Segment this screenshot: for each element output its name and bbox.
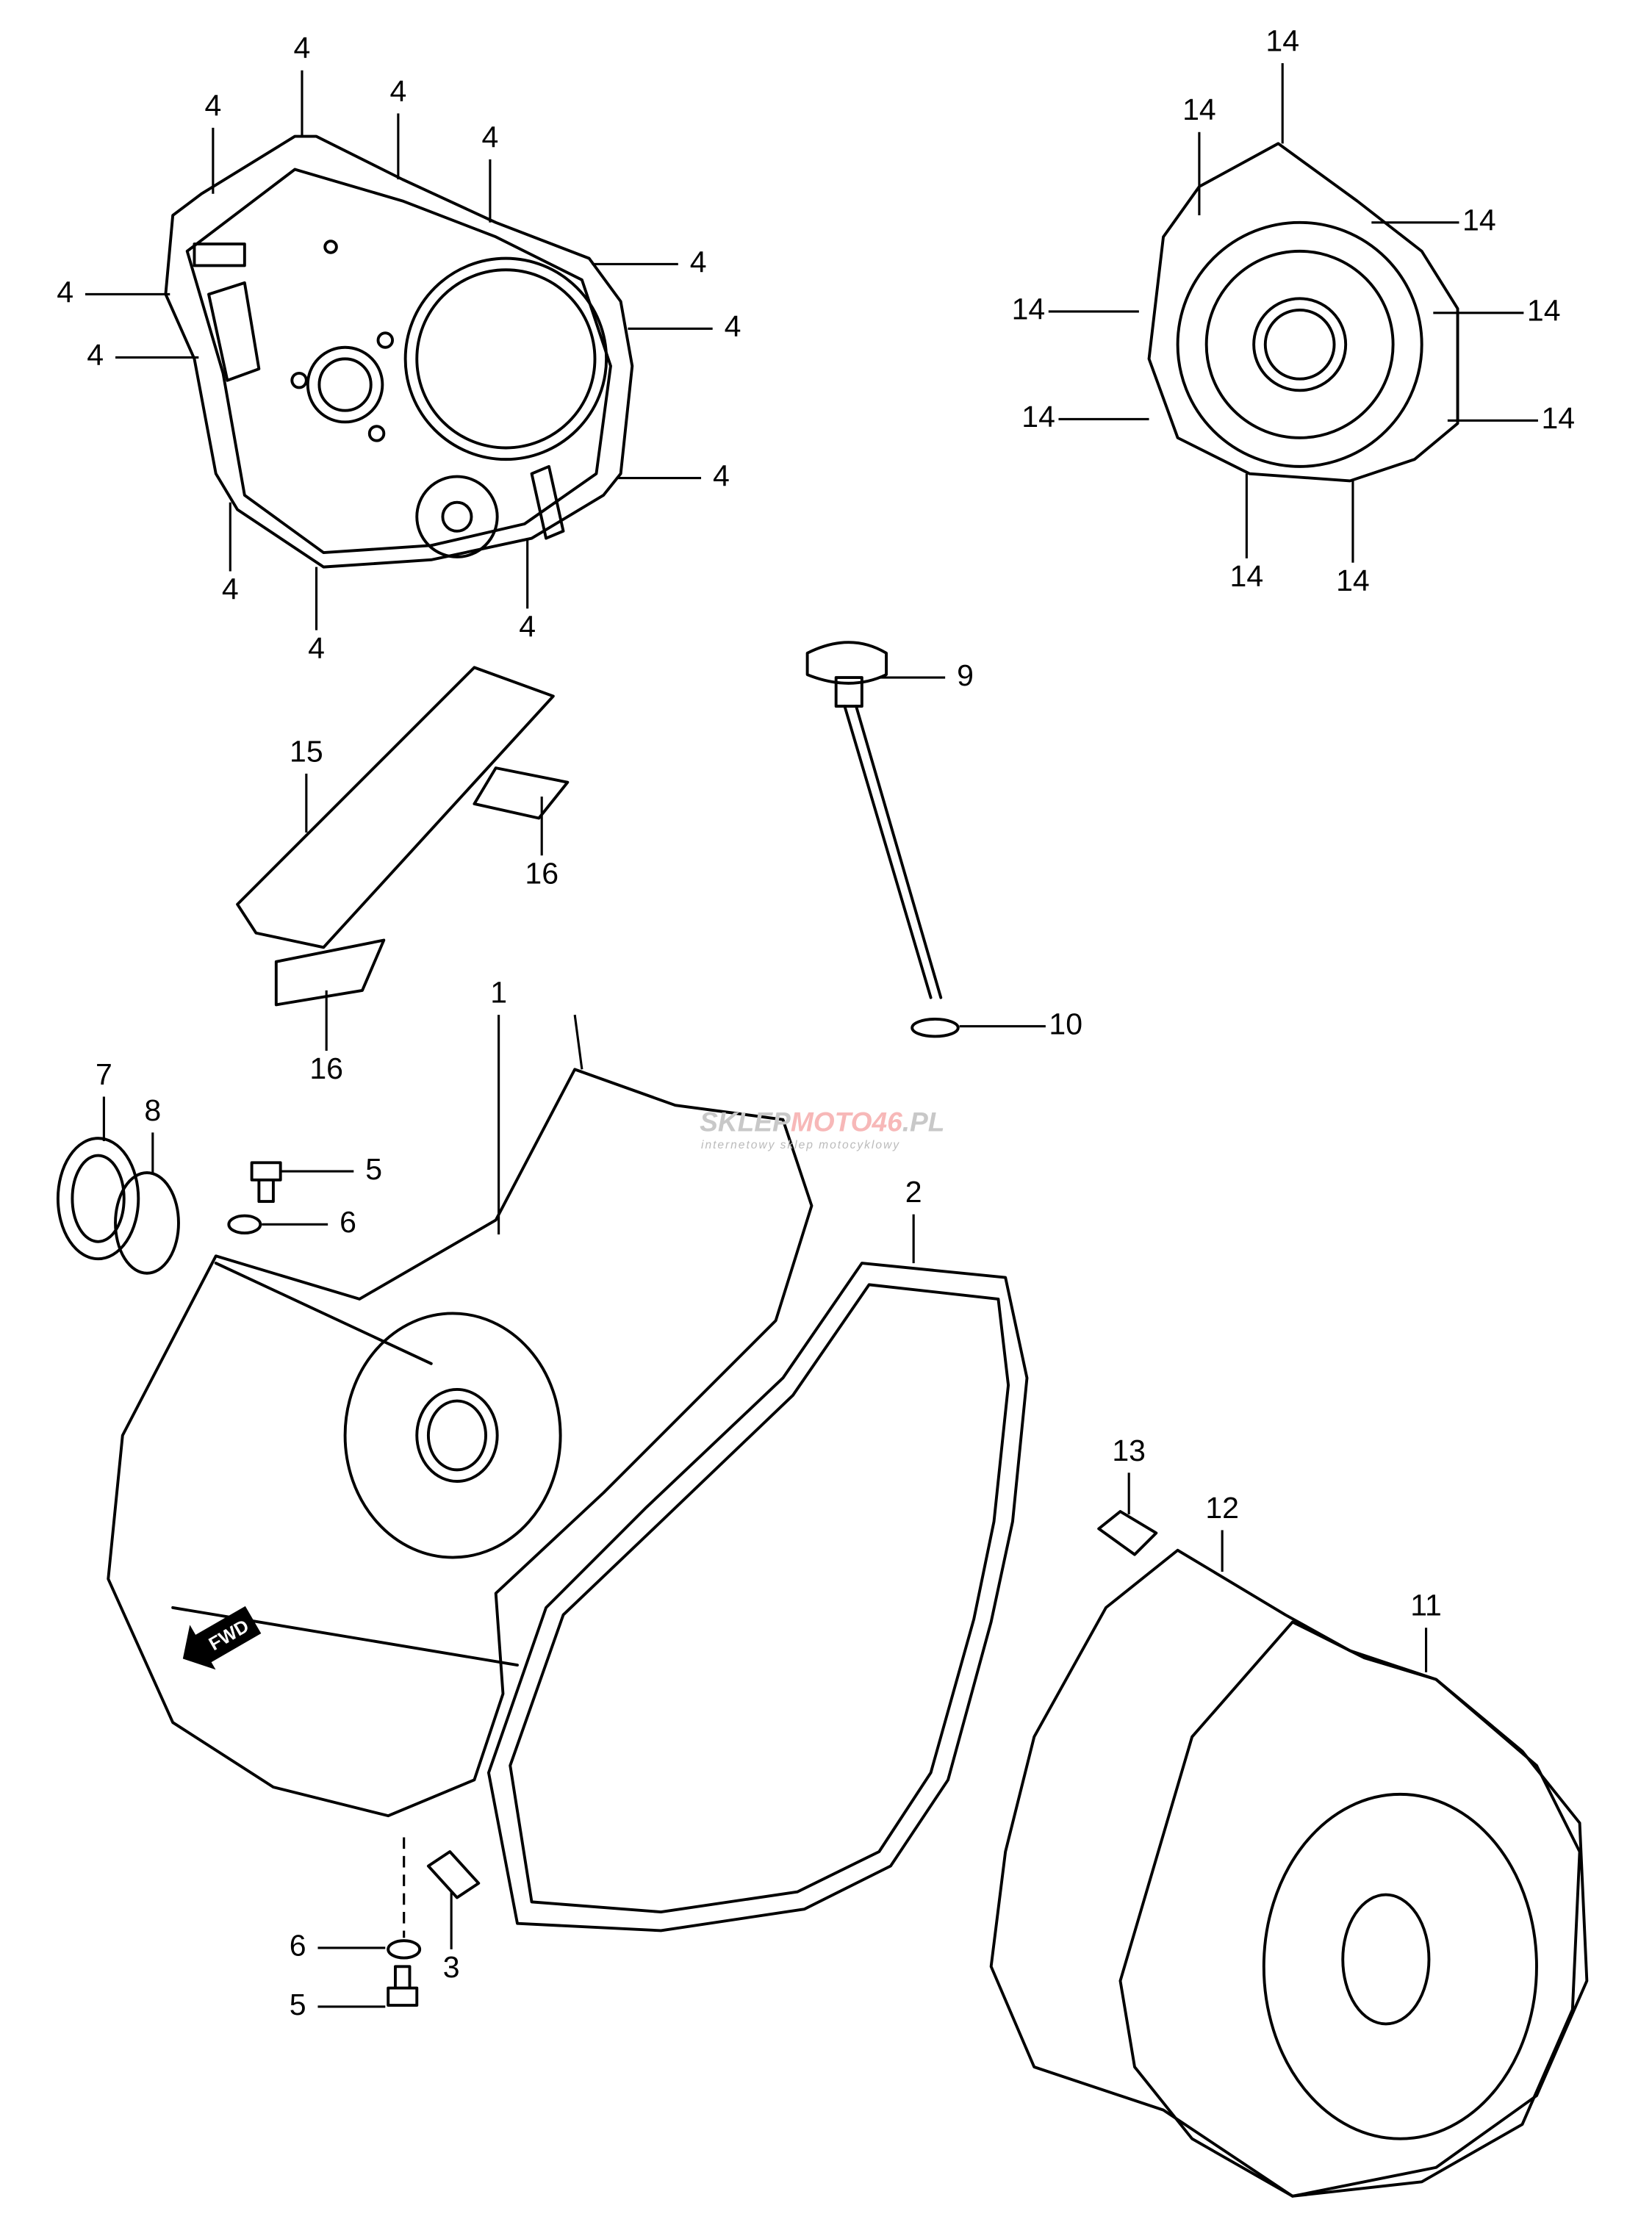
part-callout-2: 2 xyxy=(905,1175,922,1209)
part-callout-4: 4 xyxy=(519,609,536,643)
chain-guide xyxy=(236,666,570,1007)
part-callout-5: 5 xyxy=(290,1988,306,2021)
part-callout-5: 5 xyxy=(365,1152,382,1186)
watermark-part4: .PL xyxy=(902,1106,945,1137)
generator-cover xyxy=(1147,142,1459,483)
watermark-part2: MOTO xyxy=(791,1106,872,1137)
part-callout-8: 8 xyxy=(144,1093,161,1127)
part-callout-4: 4 xyxy=(87,338,104,372)
part-callout-4: 4 xyxy=(308,631,325,665)
bolt xyxy=(387,1965,419,2007)
part-callout-14: 14 xyxy=(1527,294,1561,328)
svg-text:SKLEPMOTO46.PL: SKLEPMOTO46.PL xyxy=(700,1106,944,1137)
watermark-tagline: internetowy sklep motocyklowy xyxy=(701,1139,900,1151)
part-callout-14: 14 xyxy=(1230,559,1264,593)
part-callout-15: 15 xyxy=(290,734,323,768)
part-callout-4: 4 xyxy=(222,572,239,606)
watermark-part3: 46 xyxy=(871,1106,902,1137)
part-callout-4: 4 xyxy=(481,120,498,154)
watermark: SKLEPMOTO46.PL internetowy sklep motocyk… xyxy=(700,1106,944,1151)
crankcase-cover xyxy=(107,1068,814,1818)
part-callout-1: 1 xyxy=(490,976,507,1010)
part-callout-11: 11 xyxy=(1410,1589,1442,1622)
part-callout-4: 4 xyxy=(294,31,311,65)
part-callout-4: 4 xyxy=(690,245,707,278)
part-callout-3: 3 xyxy=(443,1950,460,1984)
part-callout-14: 14 xyxy=(1541,401,1575,435)
clutch-cover-outer xyxy=(164,134,634,569)
generator-cover-gasket xyxy=(989,1548,1589,2198)
part-callout-13: 13 xyxy=(1112,1434,1146,1467)
oil-seal xyxy=(56,1137,140,1261)
part-callout-10: 10 xyxy=(1049,1007,1082,1041)
part-callout-14: 14 xyxy=(1012,292,1046,326)
oil-dipstick xyxy=(805,641,960,1038)
part-callout-6: 6 xyxy=(340,1205,356,1239)
part-callout-16: 16 xyxy=(525,856,559,890)
part-callout-4: 4 xyxy=(725,309,741,343)
bolt xyxy=(250,1161,282,1204)
part-callout-9: 9 xyxy=(957,658,974,692)
part-callout-7: 7 xyxy=(96,1057,112,1091)
generator-cover-right xyxy=(1118,1620,1581,2198)
dowel-pin xyxy=(426,1850,481,1899)
part-callout-14: 14 xyxy=(1336,564,1370,597)
washer xyxy=(387,1939,422,1960)
part-callout-12: 12 xyxy=(1205,1491,1239,1525)
part-callout-4: 4 xyxy=(713,459,730,492)
part-callout-4: 4 xyxy=(389,74,406,108)
part-callout-14: 14 xyxy=(1182,93,1216,126)
part-callout-16: 16 xyxy=(309,1051,343,1085)
part-callout-14: 14 xyxy=(1462,204,1496,237)
crankcase-gasket xyxy=(486,1262,1029,1932)
part-callout-14: 14 xyxy=(1265,24,1299,57)
part-callout-14: 14 xyxy=(1021,400,1055,434)
dowel-pin xyxy=(1097,1510,1158,1556)
part-callout-4: 4 xyxy=(57,275,73,309)
o-ring xyxy=(114,1171,180,1275)
part-callout-6: 6 xyxy=(290,1929,306,1963)
part-callout-4: 4 xyxy=(204,88,221,122)
watermark-part1: SKLEP xyxy=(700,1106,791,1137)
washer xyxy=(227,1214,262,1234)
